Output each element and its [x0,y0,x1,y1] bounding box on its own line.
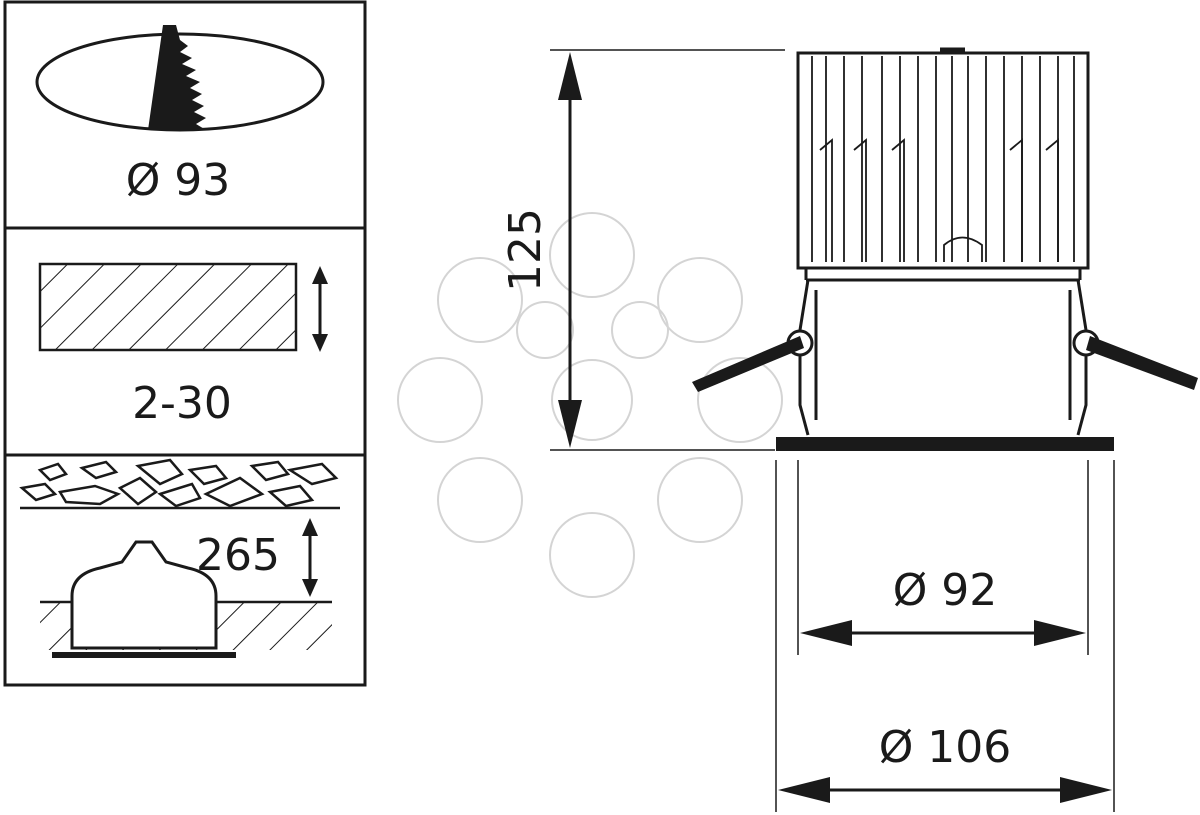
recess-depth-label: 265 [196,530,280,581]
cutout-diameter-label: Ø 93 [126,155,231,206]
downlight-trim-ring [776,437,1114,451]
ceiling-thickness-label: 2-30 [132,378,232,429]
downlight-heatsink [796,47,1090,282]
spring-clip-left-icon [692,329,814,392]
downlight-housing [798,279,1088,436]
thickness-arrow-icon [312,266,328,352]
depth-arrow-icon [302,518,318,597]
saw-cutout-icon [35,25,325,132]
spring-clip-right-icon [1072,329,1198,390]
installation-panels [3,0,367,687]
inner-diameter-dimension [797,460,1089,655]
rubble-layer-icon [19,458,340,510]
ceiling-hatch-icon [38,262,298,352]
outer-diameter-dimension [775,460,1115,812]
watermark-logo [397,212,783,598]
outer-diameter-label: Ø 106 [879,722,1012,773]
height-label: 125 [500,208,551,292]
inner-diameter-label: Ø 92 [893,565,998,616]
recessed-downlight-icon [40,540,332,658]
height-dimension [550,49,785,451]
